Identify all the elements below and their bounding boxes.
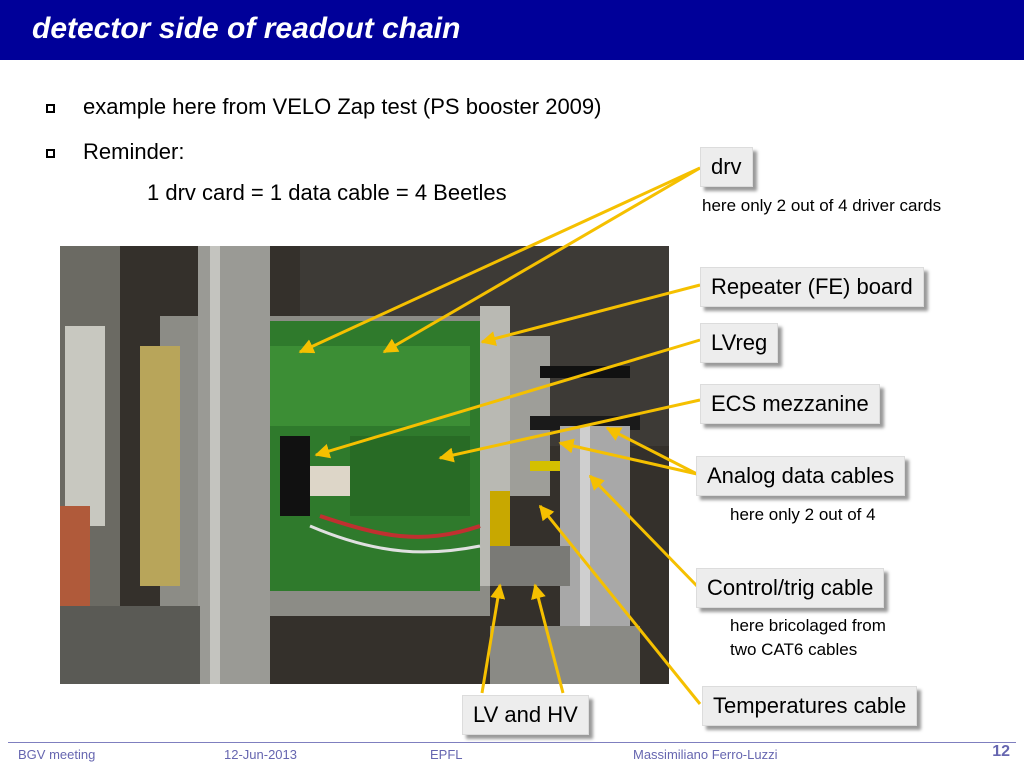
label-repeater: Repeater (FE) board: [700, 267, 924, 307]
bullet-marker-2: [46, 149, 55, 158]
arrow-drv-2: [382, 166, 701, 354]
note-control-2: two CAT6 cables: [730, 640, 858, 659]
label-lvhv: LV and HV: [462, 695, 589, 735]
arrow-lvhv-1: [480, 583, 506, 694]
footer-meeting: BGV meeting: [18, 747, 96, 762]
arrow-analog-2: [605, 426, 698, 476]
footer-divider: [8, 742, 1016, 743]
arrow-drv-1: [298, 166, 701, 354]
label-drv: drv: [700, 147, 753, 187]
arrow-control: [588, 474, 699, 588]
slide-title: detector side of readout chain: [32, 12, 461, 45]
label-temperatures: Temperatures cable: [702, 686, 918, 726]
footer-institute: EPFL: [430, 747, 463, 762]
bullet-1: example here from VELO Zap test (PS boos…: [83, 94, 602, 119]
title-bar: [0, 0, 1024, 60]
reminder-text: 1 drv card = 1 data cable = 4 Beetles: [147, 180, 507, 205]
arrow-lvhv-2: [531, 583, 565, 694]
arrow-repeater: [480, 283, 701, 346]
footer-author: Massimiliano Ferro-Luzzi: [633, 747, 778, 762]
label-control: Control/trig cable: [696, 568, 885, 608]
bullet-marker-1: [46, 104, 55, 113]
label-ecs: ECS mezzanine: [700, 384, 880, 424]
arrow-ecs: [438, 398, 701, 463]
arrow-temperatures: [538, 504, 702, 705]
label-lvreg: LVreg: [700, 323, 779, 363]
bullet-2: Reminder:: [83, 139, 185, 164]
label-analog: Analog data cables: [696, 456, 906, 496]
arrow-analog-1: [558, 438, 698, 476]
note-drv: here only 2 out of 4 driver cards: [702, 196, 942, 215]
note-control-1: here bricolaged from: [730, 616, 886, 635]
note-analog: here only 2 out of 4: [730, 505, 876, 524]
page-number: 12: [992, 743, 1010, 760]
footer-date: 12-Jun-2013: [224, 747, 297, 762]
arrow-lvreg: [314, 338, 701, 459]
